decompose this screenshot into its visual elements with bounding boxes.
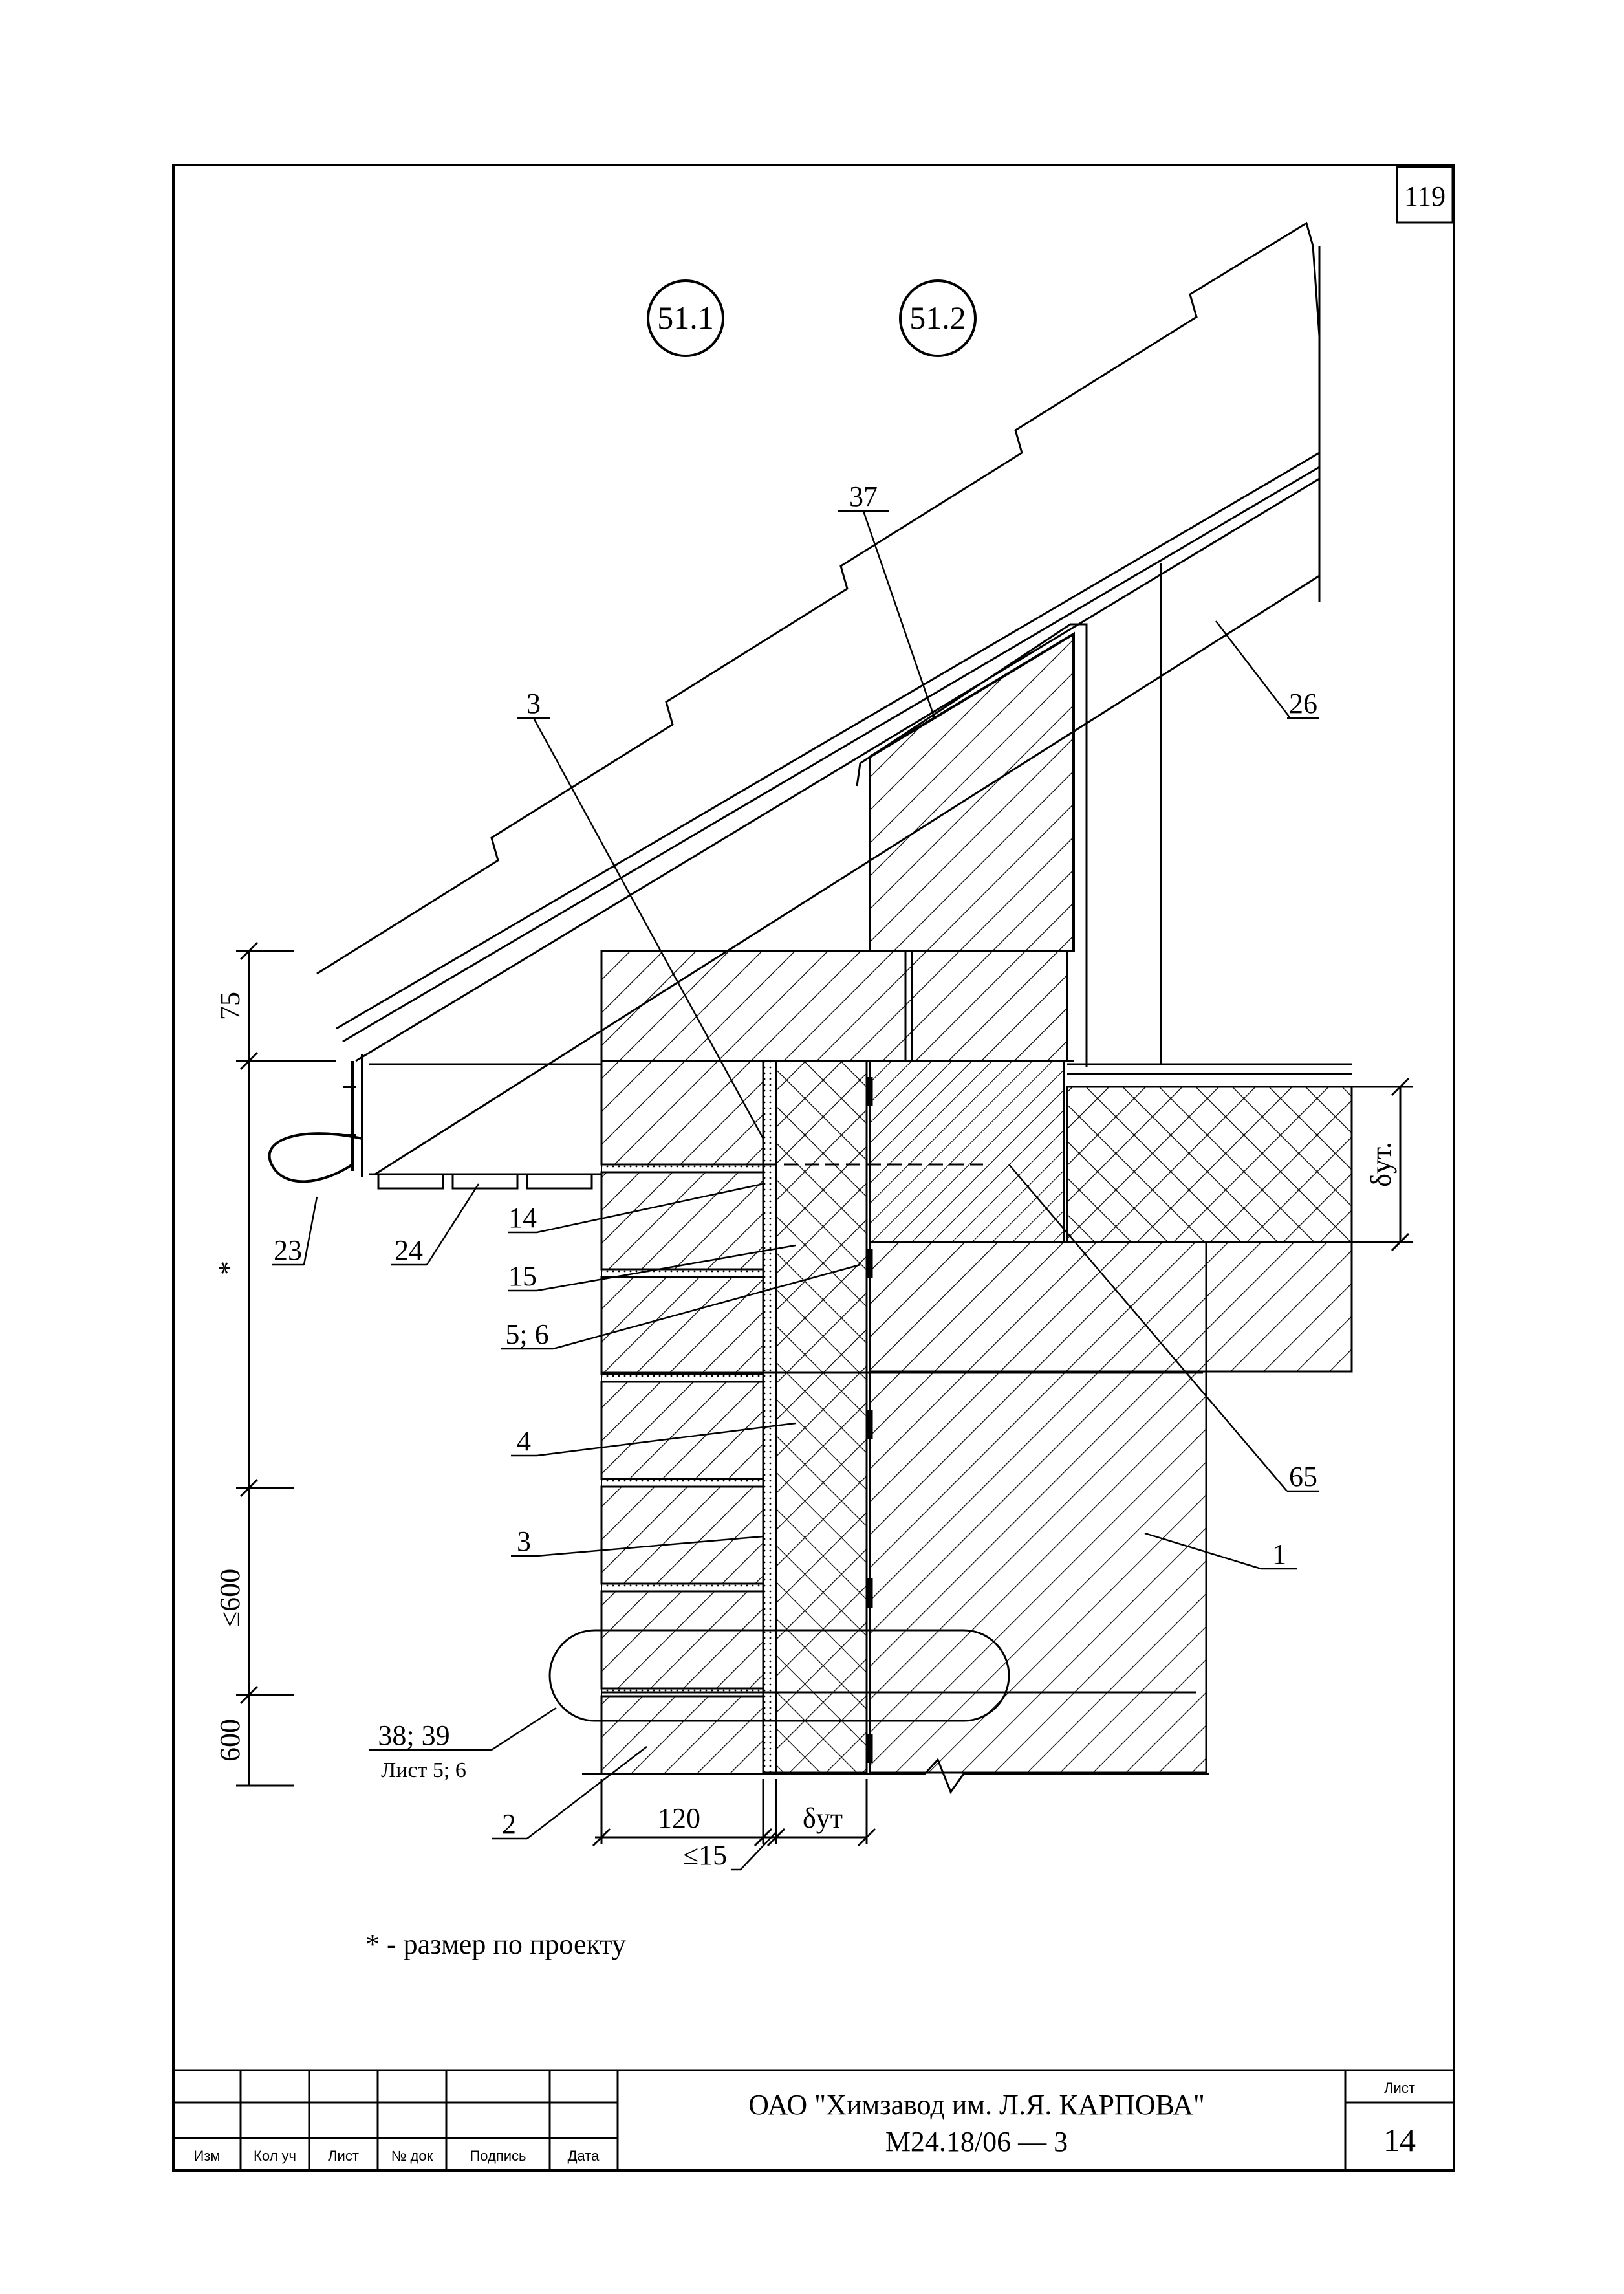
wedge-block	[856, 623, 1088, 1067]
rafter	[374, 563, 1320, 1175]
svg-text:51.2: 51.2	[909, 300, 966, 336]
section-mark-51-2: 51.2	[899, 279, 977, 357]
callout-37: 37	[849, 481, 878, 512]
svg-text:51.1: 51.1	[657, 300, 714, 336]
dim-600-max: ≤600	[214, 1569, 246, 1627]
title-block	[172, 2069, 1455, 2172]
detail-highlight	[548, 1629, 1010, 1722]
roof-covering	[316, 221, 1321, 1062]
callout-38-39-sheet: Лист 5; 6	[381, 1758, 466, 1782]
dim-insulation-right: δут.	[1365, 1142, 1397, 1187]
design-note: * - размер по проекту	[365, 1928, 626, 1960]
tb-organization: ОАО "Химзавод им. Л.Я. КАРПОВА"	[748, 2089, 1205, 2121]
tb-header-list: Лист	[328, 2148, 359, 2164]
callout-3-bottom: 3	[517, 1525, 531, 1557]
callout-1: 1	[1272, 1538, 1286, 1570]
callout-3-top: 3	[526, 688, 541, 719]
dim-15-max: ≤15	[683, 1839, 727, 1871]
callout-24: 24	[395, 1234, 423, 1266]
bottom-dimension-chain	[592, 1779, 876, 1847]
tb-header-izm: Изм	[193, 2148, 220, 2164]
dim-120: 120	[658, 1802, 700, 1834]
callout-65: 65	[1289, 1461, 1317, 1492]
tb-header-date: Дата	[568, 2148, 600, 2164]
leader-lines	[272, 510, 1319, 1871]
tb-sheet-number: 14	[1383, 2122, 1416, 2158]
tb-header-signature: Подпись	[470, 2148, 526, 2164]
callout-2: 2	[502, 1808, 516, 1840]
dim-insulation-bottom: δут	[803, 1802, 843, 1834]
tb-header-kol-uch: Кол уч	[254, 2148, 296, 2164]
callout-26: 26	[1289, 688, 1317, 719]
floor-slab	[1066, 1063, 1353, 1373]
dim-star: *	[213, 1261, 244, 1275]
left-dimension-chain	[236, 941, 336, 1787]
callout-5-6: 5; 6	[505, 1318, 548, 1350]
callout-23: 23	[274, 1234, 302, 1266]
tb-header-doc-no: № док	[391, 2148, 433, 2164]
insulation-layer	[775, 1060, 868, 1774]
callout-14: 14	[508, 1202, 537, 1234]
bearing-wall	[869, 1060, 1207, 1774]
masonry-reinforcement	[601, 1060, 1203, 1694]
tb-document-code: М24.18/06 — 3	[885, 2126, 1068, 2157]
break-line	[582, 1758, 1209, 1795]
callout-38-39: 38; 39	[378, 1720, 449, 1751]
page-number: 119	[1404, 180, 1445, 212]
callout-4: 4	[517, 1425, 531, 1457]
section-mark-51-1: 51.1	[647, 279, 724, 357]
callout-15: 15	[508, 1260, 537, 1292]
right-dimension	[1352, 1077, 1413, 1252]
tb-sheet-label: Лист	[1384, 2080, 1415, 2096]
air-gap	[762, 1060, 777, 1774]
brick-facing	[600, 950, 1068, 1775]
dim-600: 600	[214, 1719, 246, 1762]
page-number-box	[1396, 166, 1454, 224]
soffit	[369, 1063, 601, 1190]
dim-75: 75	[214, 992, 246, 1020]
gutter-fascia	[268, 1054, 363, 1183]
